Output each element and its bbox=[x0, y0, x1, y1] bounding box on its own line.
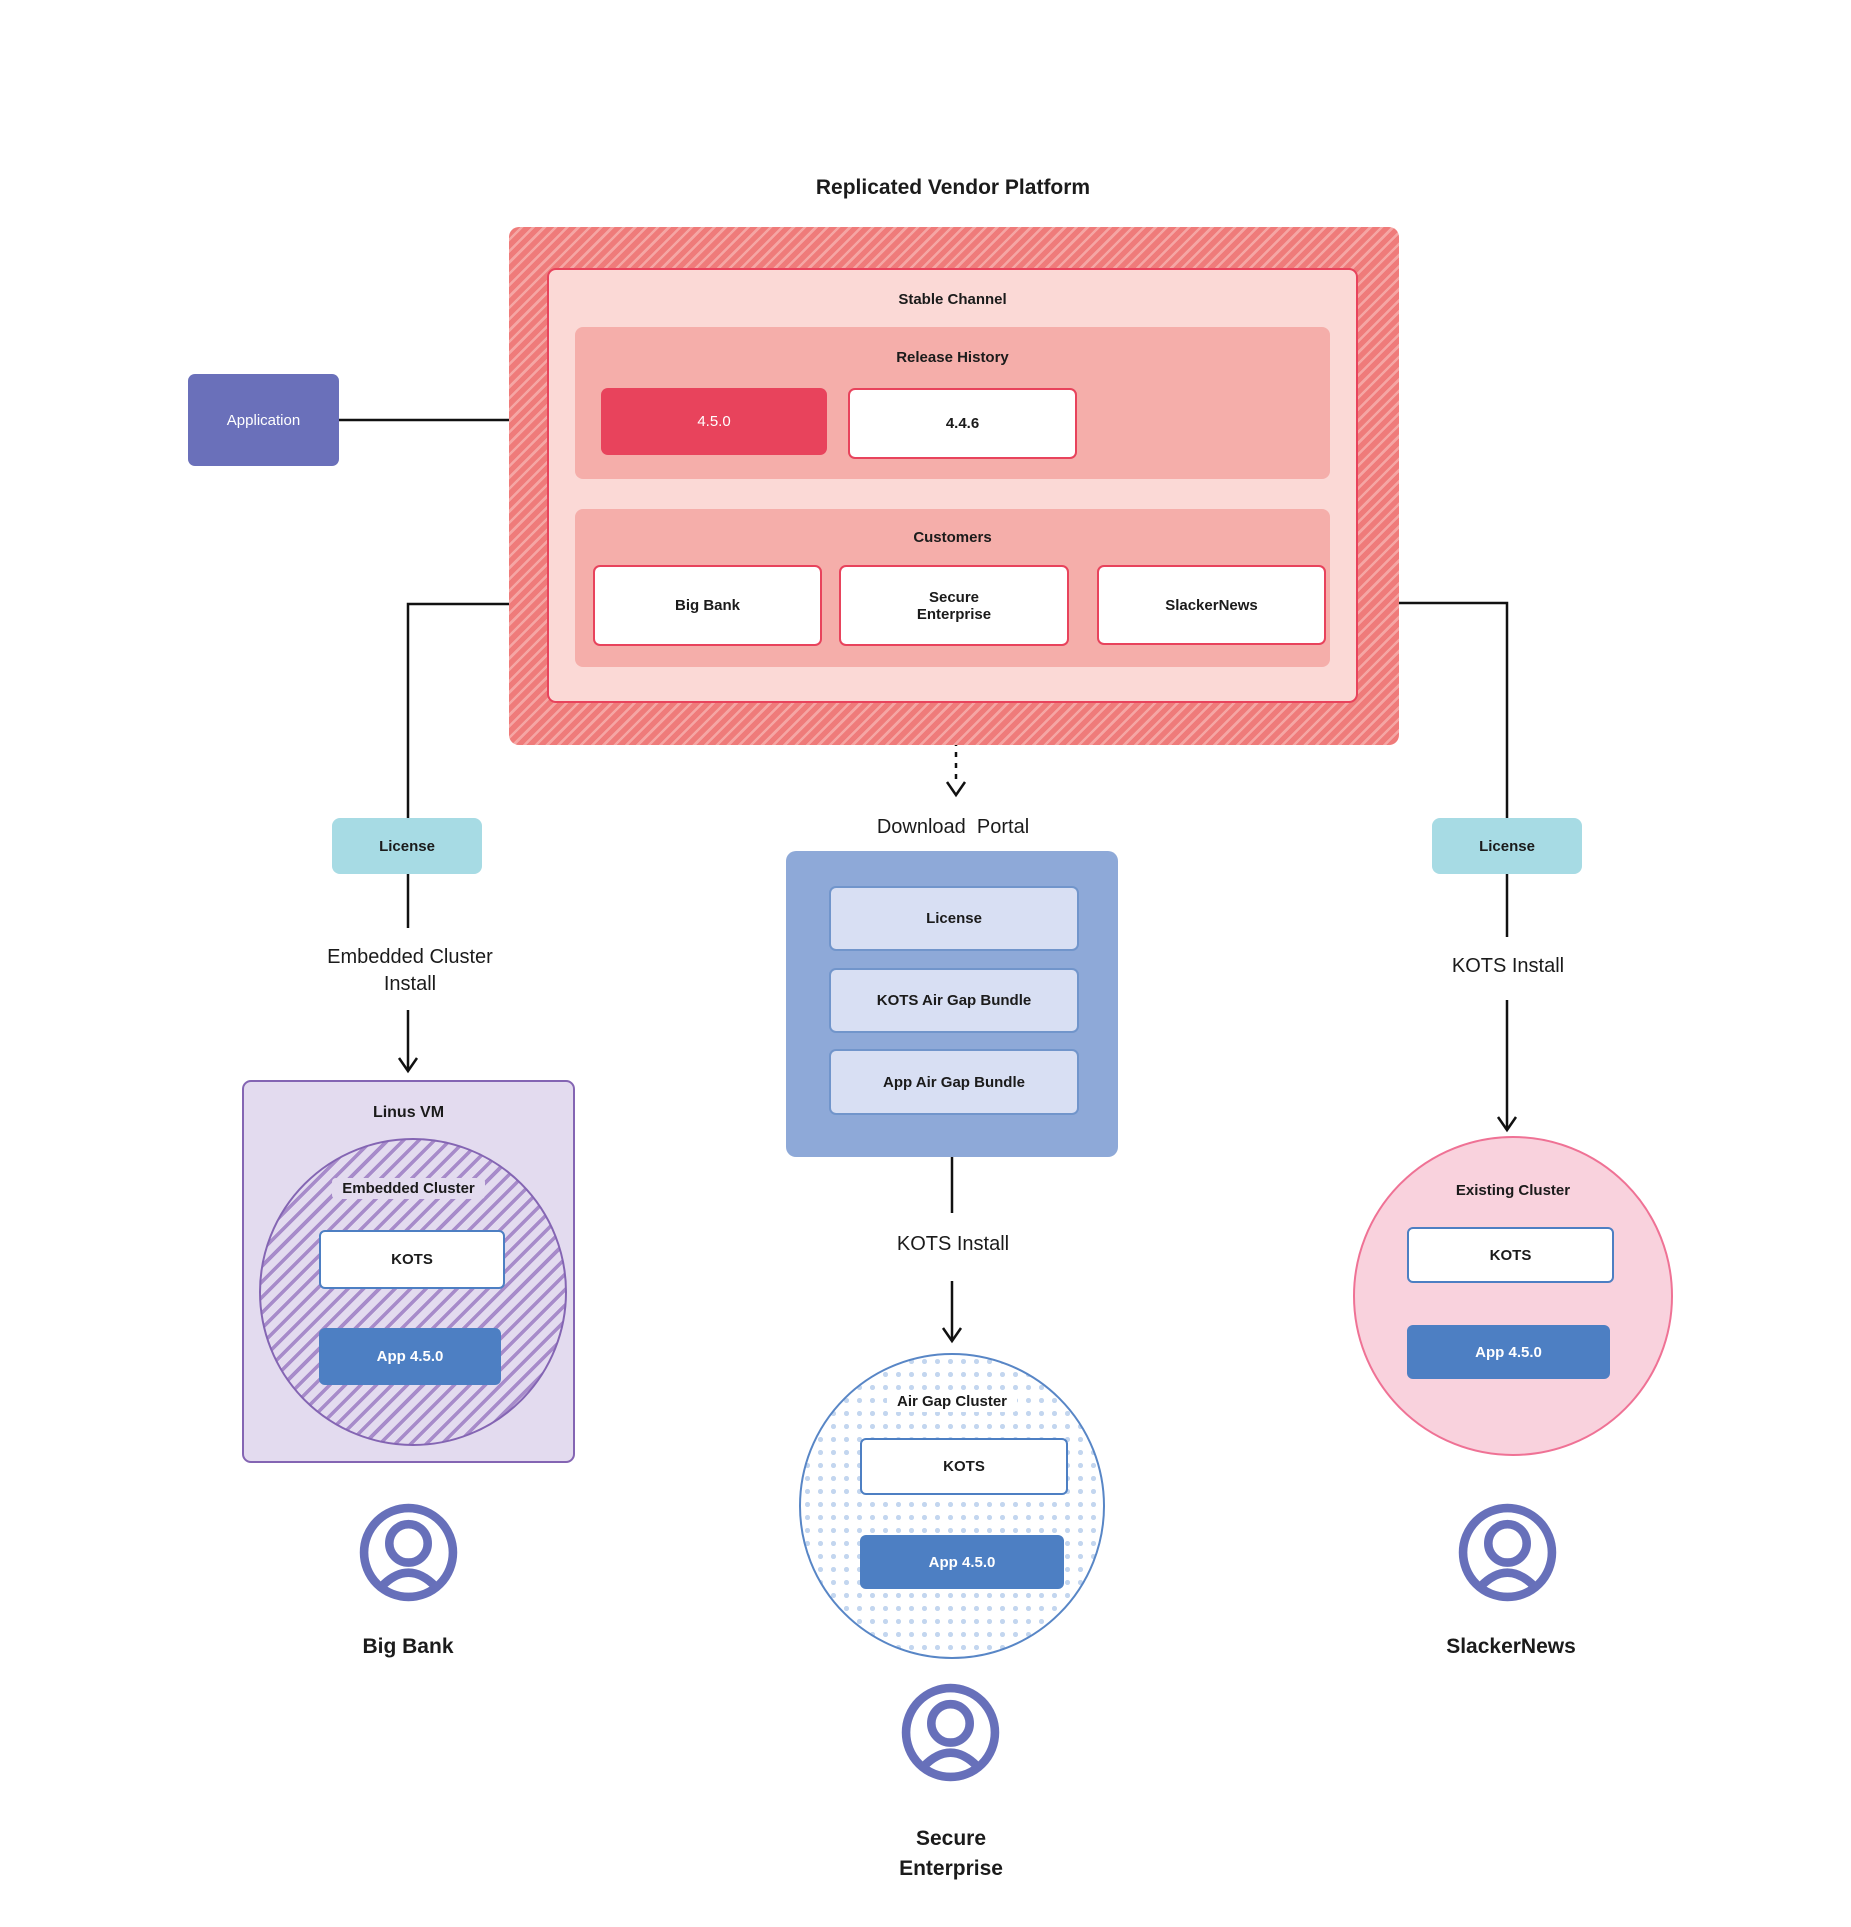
slackernews-user-label: SlackerNews bbox=[1446, 1635, 1576, 1658]
portal-item-kots-airgap-bundle: KOTS Air Gap Bundle bbox=[829, 968, 1079, 1033]
customer-secure-enterprise: Secure Enterprise bbox=[839, 565, 1069, 646]
customer-big-bank: Big Bank bbox=[593, 565, 822, 646]
linus-vm-box: Linus VM Embedded Cluster KOTS App 4.5.0 bbox=[242, 1080, 575, 1463]
app-label: App 4.5.0 bbox=[1475, 1343, 1542, 1361]
portal-item-license: License bbox=[829, 886, 1079, 951]
embedded-cluster-label: Embedded Cluster bbox=[244, 1178, 573, 1199]
download-portal-title: Download Portal bbox=[876, 816, 1030, 838]
portal-item-label: License bbox=[926, 910, 982, 927]
release-version-label: 4.4.6 bbox=[945, 415, 980, 432]
download-portal-box: License KOTS Air Gap Bundle App Air Gap … bbox=[786, 851, 1118, 1157]
portal-item-label: App Air Gap Bundle bbox=[883, 1073, 1025, 1091]
air-gap-cluster-label: Air Gap Cluster bbox=[801, 1391, 1103, 1412]
air-gap-cluster-circle: Air Gap Cluster KOTS App 4.5.0 bbox=[799, 1353, 1105, 1659]
app-label: App 4.5.0 bbox=[376, 1348, 444, 1365]
embedded-cluster-install-label: Embedded Cluster Install bbox=[260, 944, 560, 998]
arrowhead-down bbox=[397, 1057, 419, 1074]
app-box-middle: App 4.5.0 bbox=[860, 1535, 1064, 1589]
slackernews-user-icon bbox=[1458, 1503, 1557, 1602]
release-version-446: 4.4.6 bbox=[848, 388, 1077, 459]
license-label: License bbox=[379, 837, 435, 855]
release-version-label: 4.5.0 bbox=[697, 413, 731, 430]
kots-label: KOTS bbox=[1489, 1246, 1532, 1264]
kots-label: KOTS bbox=[943, 1458, 985, 1475]
portal-item-app-airgap-bundle: App Air Gap Bundle bbox=[829, 1049, 1079, 1115]
release-version-450: 4.5.0 bbox=[601, 388, 827, 455]
kots-box-left: KOTS bbox=[319, 1230, 505, 1289]
kots-box-right: KOTS bbox=[1407, 1227, 1614, 1283]
app-box-left: App 4.5.0 bbox=[319, 1328, 501, 1385]
secure-enterprise-user-label: Secure Enterprise bbox=[801, 1824, 1101, 1884]
release-history-panel: Release History 4.5.0 4.4.6 bbox=[575, 327, 1330, 479]
flow-label-line: Embedded Cluster bbox=[327, 946, 493, 968]
release-history-label: Release History bbox=[896, 349, 1009, 366]
application-box: Application bbox=[188, 374, 339, 466]
license-label: License bbox=[1479, 837, 1535, 855]
arrowhead-down bbox=[941, 1327, 963, 1344]
customer-name: Secure Enterprise bbox=[916, 588, 992, 623]
big-bank-user-icon bbox=[359, 1503, 458, 1602]
cluster-label-text: Existing Cluster bbox=[1455, 1182, 1571, 1199]
arrowhead-down bbox=[1496, 1116, 1518, 1133]
linus-vm-label: Linus VM bbox=[244, 1104, 573, 1122]
big-bank-user-label: Big Bank bbox=[362, 1635, 454, 1658]
customers-panel: Customers Big Bank Secure Enterprise Sla… bbox=[575, 509, 1330, 667]
user-label-line: Enterprise bbox=[899, 1857, 1003, 1880]
page-title: Replicated Vendor Platform bbox=[815, 176, 1091, 199]
application-label: Application bbox=[226, 411, 301, 429]
existing-cluster-label: Existing Cluster bbox=[1355, 1182, 1671, 1199]
portal-item-label: KOTS Air Gap Bundle bbox=[876, 992, 1032, 1009]
app-label: App 4.5.0 bbox=[928, 1553, 996, 1571]
license-chip-left: License bbox=[332, 818, 482, 874]
customer-name: SlackerNews bbox=[1165, 596, 1258, 614]
user-label-line: Secure bbox=[915, 1827, 987, 1850]
customer-name: Big Bank bbox=[674, 597, 740, 614]
app-box-right: App 4.5.0 bbox=[1407, 1325, 1610, 1379]
existing-cluster-circle: Existing Cluster KOTS App 4.5.0 bbox=[1353, 1136, 1673, 1456]
kots-install-label-middle: KOTS Install bbox=[896, 1233, 1010, 1255]
customer-slackernews: SlackerNews bbox=[1097, 565, 1326, 645]
cluster-label-text: Embedded Cluster bbox=[332, 1178, 485, 1199]
flow-label-line: Install bbox=[383, 973, 437, 995]
kots-box-middle: KOTS bbox=[860, 1438, 1068, 1495]
license-chip-right: License bbox=[1432, 818, 1582, 874]
kots-install-label-right: KOTS Install bbox=[1451, 955, 1565, 977]
vm-label-text: Linus VM bbox=[372, 1104, 445, 1121]
cluster-label-text: Air Gap Cluster bbox=[886, 1391, 1018, 1412]
stable-channel-panel: Stable Channel Release History 4.5.0 4.4… bbox=[547, 268, 1358, 703]
arrowhead-down bbox=[945, 781, 967, 798]
kots-label: KOTS bbox=[391, 1251, 433, 1268]
secure-enterprise-user-icon bbox=[901, 1683, 1000, 1782]
customers-label: Customers bbox=[913, 529, 992, 546]
stable-channel-label: Stable Channel bbox=[898, 291, 1007, 308]
